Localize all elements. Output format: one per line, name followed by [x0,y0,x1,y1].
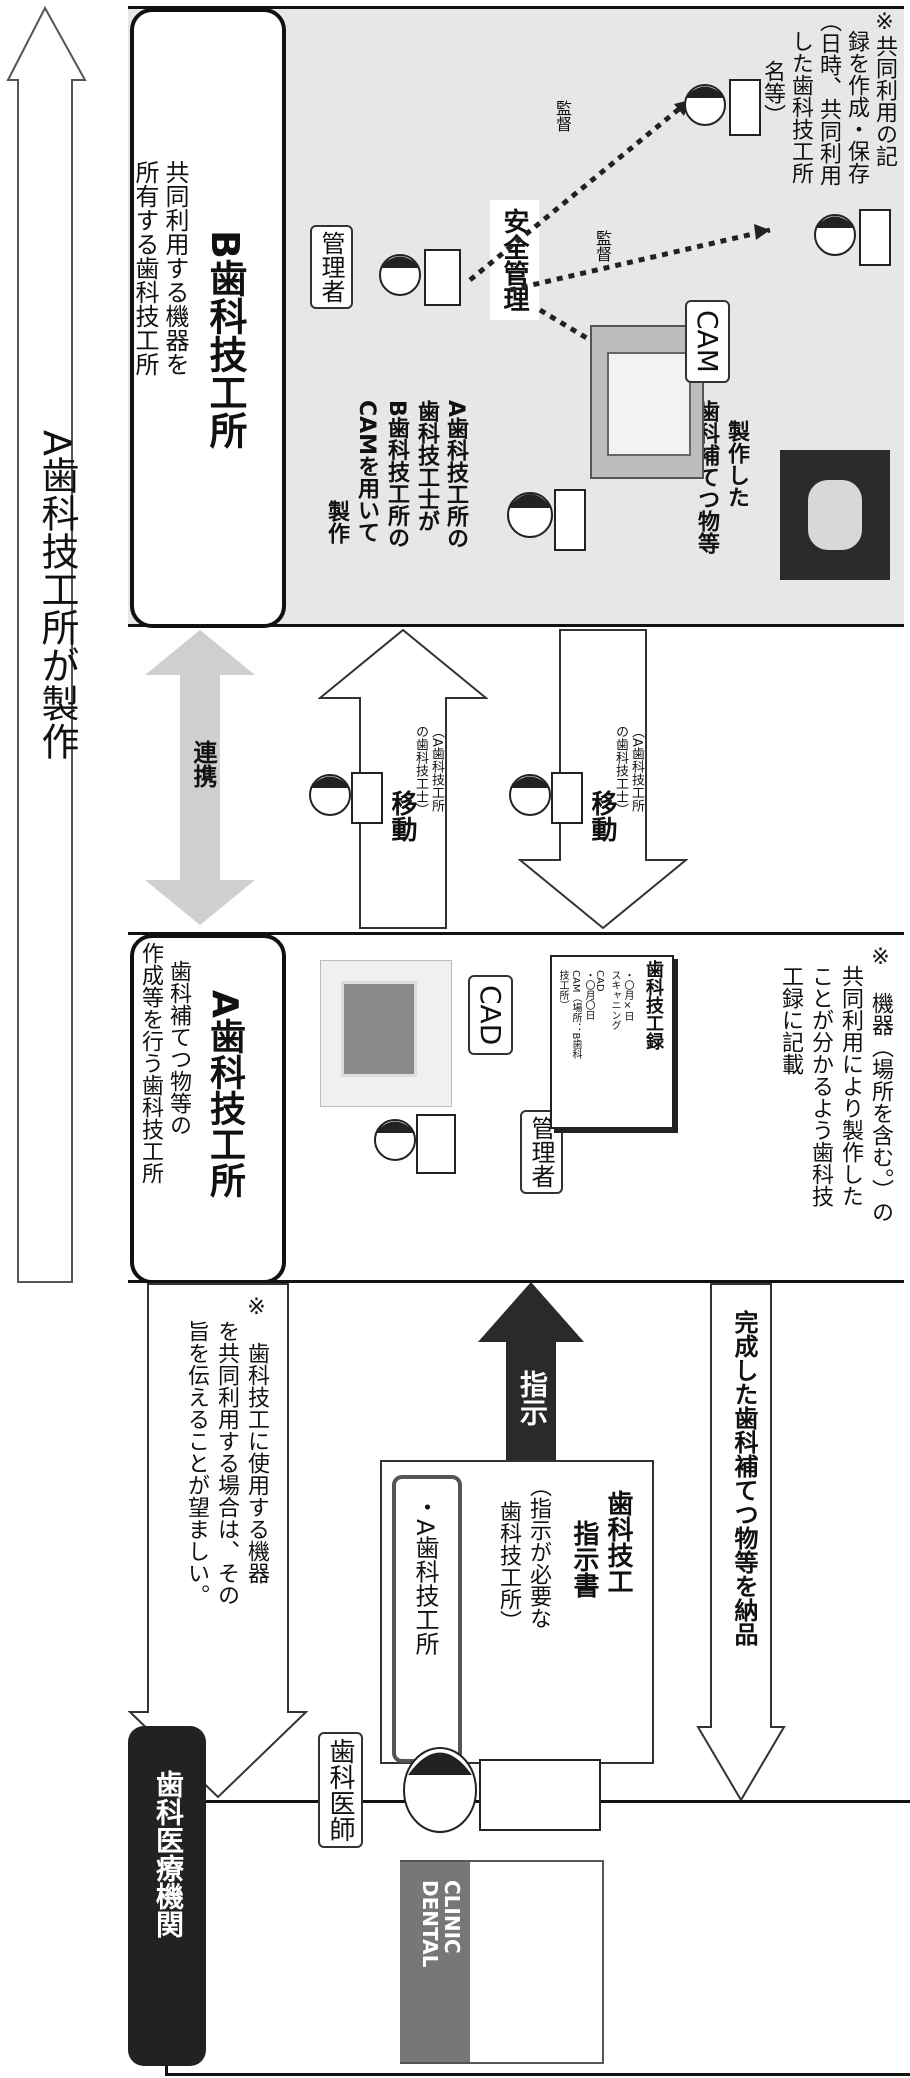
lab-b-worker-illustration [507,489,586,551]
delivery-arrow [696,1283,786,1802]
dentist-illustration [403,1747,601,1833]
move-up-arrow [318,628,488,929]
lab-b-note-2: 録を作成・保存 [844,30,869,184]
lab-b-subtitle-1: 共同利用する機器を [161,160,189,376]
move-up-small-2: の歯科技工士） [413,725,428,816]
move-down-technician [509,772,583,824]
move-up-small-1: （A歯科技工所 [429,725,444,812]
lab-b-note-4: した歯科技工所 [788,30,813,184]
instruction-sheet-title-2: 指示書 [569,1520,599,1598]
record-title: 歯科技工録 [643,960,664,1050]
lab-b-note-5: 名等） [760,60,785,126]
lab-b-worker-text-2: 歯科技工士が [414,400,439,532]
lab-a-note-2: 共同利用により製作した [838,965,863,1207]
lab-b-manager-illustration [379,249,461,306]
record-line-2: スキャニング [609,970,620,1030]
overall-arrow-label: A歯科技工所が製作 [35,430,79,760]
supervise-label-1: 監督 [553,100,572,132]
share-notice-arrow [128,1283,308,1799]
supervise-label-2: 監督 [593,230,612,262]
lab-b-worker-text-4: CAMを用いて [354,400,379,544]
cam-label: CAM [685,300,730,383]
safety-management-label: 安全管理 [490,200,539,320]
move-down-label: 移動 [587,790,617,842]
technician-record-card [550,955,674,1129]
lab-a-note-4: 工録に記載 [778,965,803,1075]
lab-b-note-3: （日時、共同利用 [816,10,841,186]
instruction-sheet-item: ・A歯科技工所 [411,1495,439,1656]
instruction-sheet-paren-1: （指示が必要な [526,1475,551,1629]
move-down-small-1: （A歯科技工所 [629,725,644,812]
cad-computer-icon [320,960,452,1107]
dentist-label: 歯科医師 [318,1732,363,1848]
lab-a-subtitle-1: 歯科補てつ物等の [166,960,191,1136]
clinic-sign-1: DENTAL [418,1880,442,1968]
move-up-label: 移動 [387,790,417,842]
lab-b-note-1: ※共同利用の記 [872,10,897,167]
lab-b-technician-2 [814,209,891,266]
record-line-1: ・〇月×日 [622,970,633,1021]
lab-b-worker-text-5: 製作 [324,500,349,544]
clinic-sign-2: CLINIC [440,1880,464,1954]
lab-a-subtitle-2: 作成等を行う歯科技工所 [138,942,163,1184]
lab-b-technician-1 [684,79,761,136]
overall-up-arrow [6,5,87,1283]
lab-a-note-1: ※ 機器（場所を含む。）の [868,945,893,1223]
lab-b-title: B歯科技工所 [203,230,247,449]
instruction-sheet [380,1460,654,1764]
lab-b-title-box [130,8,286,628]
instruction-sheet-title-1: 歯科技工 [603,1490,633,1594]
cad-label: CAD [468,975,513,1056]
link-double-arrow [145,630,255,925]
clinic-building-icon [400,1860,604,2064]
share-note-1: ※ 歯科技工に使用する機器 [244,1295,269,1584]
share-note-3: 旨を伝えることが望ましい。 [184,1320,209,1606]
instruction-label: 指示 [516,1370,549,1426]
lab-a-title: A歯科技工所 [204,990,245,1198]
move-up-technician [309,772,383,824]
lab-b-manager-tag: 管理者 [310,225,353,309]
lab-a-title-box [130,934,286,1284]
record-line-4: ・〇月〇日 [583,970,594,1020]
record-line-3: CAD [594,970,605,992]
record-line-6: 技工所） [557,970,568,1010]
clinic-title: 歯科医療機関 [152,1770,185,1938]
lab-b-subtitle-2: 所有する歯科技工所 [131,160,159,376]
link-label: 連携 [189,740,217,788]
delivery-label: 完成した歯科補てつ物等を納品 [730,1310,758,1646]
lab-a-panel [128,932,904,1283]
move-down-small-2: の歯科技工士） [613,725,628,816]
instruction-sheet-paren-2: 歯科技工所） [496,1500,521,1632]
lab-b-product-label-1: 製作した [724,420,749,508]
lab-b-worker-text-1: A歯科技工所の [443,400,468,550]
lab-a-manager-illustration [374,1114,456,1174]
lab-b-worker-text-3: B歯科技工所の [384,400,409,549]
share-note-2: を共同利用する場合は、その [214,1320,239,1606]
record-line-5: CAM（場所：B歯科 [570,970,581,1060]
lab-a-note-3: ことが分かるよう歯科技 [808,965,833,1207]
lab-b-product-photo [780,450,890,580]
clinic-title-box [128,1726,206,2066]
move-down-arrow [518,629,688,930]
instruction-arrow [478,1282,584,1472]
